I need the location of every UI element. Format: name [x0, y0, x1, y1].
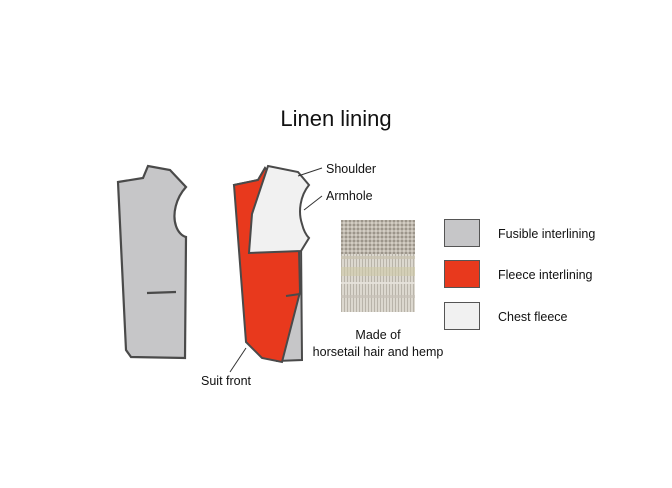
diagram-title: Linen lining [280, 106, 392, 131]
caption-line-2: horsetail hair and hemp [312, 345, 444, 359]
suit-front-leader-line [229, 347, 247, 373]
legend-swatch-fleece [444, 260, 480, 288]
fusible-front-panel [116, 164, 188, 360]
suit-front-label: Suit front [201, 374, 252, 388]
shoulder-label: Shoulder [326, 162, 377, 176]
legend-swatch-fusible [444, 219, 480, 247]
fusible-pocket-slit [146, 290, 177, 295]
fabric-sample-image [341, 220, 415, 312]
fabric-sample-caption: Made of horsetail hair and hemp [303, 327, 453, 361]
legend-label-fusible: Fusible interlining [498, 227, 596, 241]
legend-swatch-chest [444, 302, 480, 330]
fleece-pocket-slit [285, 293, 301, 297]
caption-line-1: Made of [355, 328, 401, 342]
shoulder-leader-line [297, 167, 323, 177]
armhole-leader-line [303, 195, 323, 211]
chest-fleece-piece [247, 164, 311, 255]
legend-label-chest: Chest fleece [498, 310, 568, 324]
legend-label-fleece: Fleece interlining [498, 268, 593, 282]
armhole-label: Armhole [326, 189, 373, 203]
